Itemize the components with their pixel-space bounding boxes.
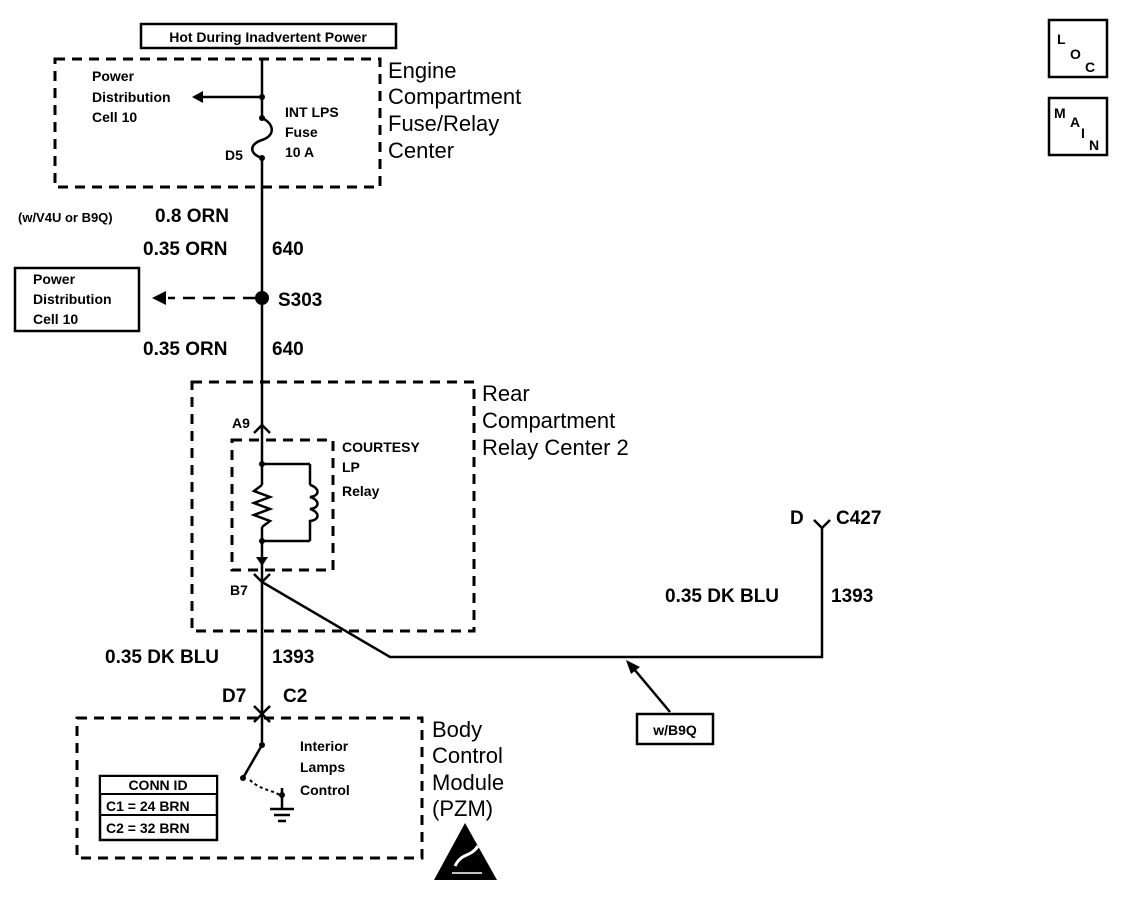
conn-id-table: CONN ID C1 = 24 BRN C2 = 32 BRN: [98, 774, 219, 842]
wire-gauge-label: 0.35 DK BLU: [105, 647, 219, 668]
int-lps-fuse: [251, 60, 273, 161]
svg-text:D7: D7: [222, 686, 246, 707]
svg-text:D: D: [790, 508, 804, 529]
circuit-number: 640: [272, 239, 304, 260]
svg-text:Engine: Engine: [388, 58, 457, 83]
svg-text:L: L: [1057, 31, 1066, 47]
svg-text:C2: C2: [283, 686, 307, 707]
svg-text:Lamps: Lamps: [300, 759, 345, 775]
svg-text:Fuse: Fuse: [285, 124, 318, 140]
svg-text:Body: Body: [432, 717, 482, 742]
svg-text:Compartment: Compartment: [482, 408, 615, 433]
engine-fuse-relay-center: Engine Compartment Fuse/Relay Center Pow…: [53, 57, 521, 189]
svg-text:Control: Control: [300, 782, 350, 798]
wire-gauge-label: 0.8 ORN: [155, 206, 229, 227]
svg-text:N: N: [1089, 137, 1099, 153]
svg-text:Cell 10: Cell 10: [92, 109, 137, 125]
svg-text:Cell 10: Cell 10: [33, 311, 78, 327]
circuit-number: 640: [272, 339, 304, 360]
c427-connector: D C427 0.35 DK BLU 1393: [665, 508, 881, 607]
svg-text:Fuse/Relay: Fuse/Relay: [388, 111, 499, 136]
svg-text:I: I: [1081, 125, 1085, 141]
svg-text:10 A: 10 A: [285, 144, 314, 160]
svg-text:LP: LP: [342, 459, 360, 475]
svg-text:C2 = 32 BRN: C2 = 32 BRN: [106, 820, 190, 836]
wire-gauge-label: 0.35 ORN: [143, 339, 227, 360]
svg-text:Control: Control: [432, 743, 503, 768]
esd-warning-icon: [434, 823, 497, 880]
svg-text:(PZM): (PZM): [432, 796, 493, 821]
svg-text:CONN ID: CONN ID: [128, 777, 187, 793]
svg-text:C1 = 24 BRN: C1 = 24 BRN: [106, 798, 190, 814]
w-b9q-option: w/B9Q: [626, 660, 715, 746]
svg-text:Hot During Inadvertent Power: Hot During Inadvertent Power: [169, 29, 367, 45]
svg-text:Distribution: Distribution: [33, 291, 112, 307]
ground-icon: [270, 807, 294, 823]
svg-text:0.35 DK BLU: 0.35 DK BLU: [665, 586, 779, 607]
svg-text:Power: Power: [92, 68, 135, 84]
svg-text:Power: Power: [33, 271, 76, 287]
wire-1393-b9q: [261, 527, 824, 659]
circuit-number: 1393: [272, 647, 314, 668]
svg-text:Relay: Relay: [342, 483, 380, 499]
svg-text:S303: S303: [278, 290, 322, 311]
svg-text:A9: A9: [232, 415, 250, 431]
svg-text:B7: B7: [230, 582, 248, 598]
svg-text:Relay Center 2: Relay Center 2: [482, 435, 629, 460]
svg-text:C427: C427: [836, 508, 881, 529]
svg-text:M: M: [1054, 105, 1066, 121]
loc-button[interactable]: L O C: [1047, 18, 1109, 79]
svg-text:Interior: Interior: [300, 738, 349, 754]
svg-text:D5: D5: [225, 147, 243, 163]
svg-text:A: A: [1070, 114, 1080, 130]
svg-text:Module: Module: [432, 770, 504, 795]
svg-text:INT LPS: INT LPS: [285, 104, 339, 120]
option-label: (w/V4U or B9Q): [18, 210, 113, 225]
wire-gauge-label: 0.35 ORN: [143, 239, 227, 260]
body-control-module: Body Control Module (PZM) Interior Lamps…: [75, 716, 504, 860]
svg-text:Compartment: Compartment: [388, 84, 521, 109]
interior-lamps-switch: [240, 714, 285, 808]
hot-during-label: Hot During Inadvertent Power: [139, 22, 398, 50]
courtesy-lp-relay: [250, 437, 319, 567]
svg-text:w/B9Q: w/B9Q: [652, 722, 697, 738]
svg-text:COURTESY: COURTESY: [342, 439, 420, 455]
svg-text:Rear: Rear: [482, 381, 530, 406]
svg-text:Distribution: Distribution: [92, 89, 171, 105]
rear-relay-center: Rear Compartment Relay Center 2 A9 B7 CO…: [190, 380, 629, 633]
svg-text:O: O: [1070, 46, 1081, 62]
splice-s303: S303 Power Distribution Cell 10: [13, 266, 322, 333]
svg-text:C: C: [1085, 59, 1095, 75]
svg-text:Center: Center: [388, 138, 454, 163]
svg-text:1393: 1393: [831, 586, 873, 607]
main-button[interactable]: M A I N: [1047, 96, 1109, 157]
